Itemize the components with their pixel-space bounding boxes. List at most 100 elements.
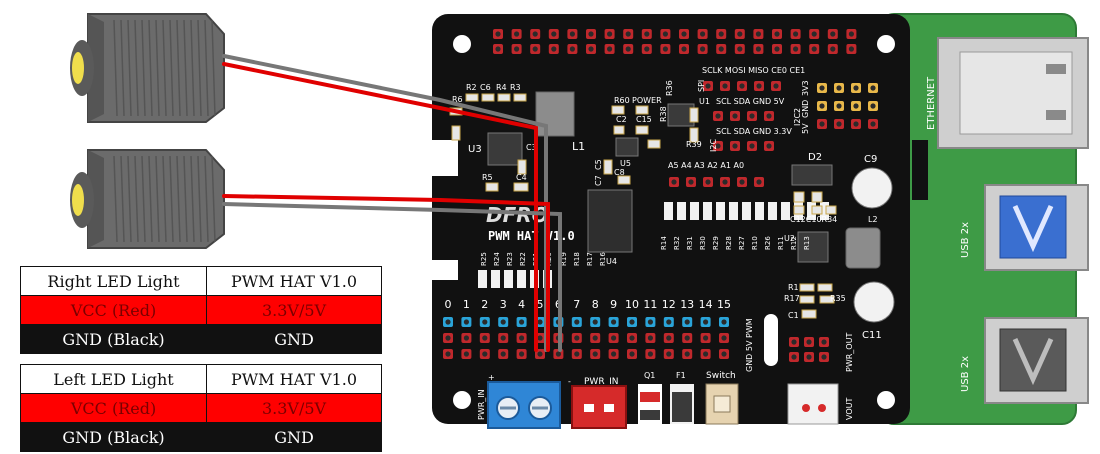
pwm-hat-board: SCLK MOSI MISO CE0 CE1 SCL SDA GND 5V SC… [428, 14, 928, 429]
label-r39: R39 [686, 140, 702, 149]
pwm-pin-hole [684, 335, 690, 341]
resistor-label: R10 [751, 236, 759, 250]
pwm-pin-hole [463, 351, 469, 357]
resistor [820, 202, 829, 220]
thread-line [113, 19, 118, 117]
gpio-pin-hole [607, 31, 613, 37]
label-r17: R17 [784, 294, 800, 303]
gpio-pin-hole [700, 31, 706, 37]
gpio-pin-hole [718, 31, 724, 37]
label-c3: C3 [526, 143, 537, 152]
pwm-pin-hole [721, 335, 727, 341]
resistor [781, 202, 790, 220]
pwm-pin-hole [666, 335, 672, 341]
pwm-pin-hole [482, 319, 488, 325]
power-pin-hole [836, 121, 842, 127]
power-pin-hole [836, 85, 842, 91]
table-row-gnd: GND (Black) GND [20, 324, 382, 354]
pwm-pin-hole [500, 319, 506, 325]
chip-u2 [797, 231, 829, 263]
resistor [517, 270, 526, 288]
thread-line [148, 19, 153, 117]
channel-number: 1 [463, 298, 470, 311]
table-cell: PWM HAT V1.0 [206, 364, 382, 394]
spi-pin-hole [756, 83, 762, 89]
vout-connector [787, 383, 839, 425]
analog-pin-hole [688, 179, 694, 185]
power-pin-hole [870, 85, 876, 91]
spi-pin-hole [722, 83, 728, 89]
resistor-label: R25 [480, 252, 488, 266]
gpio-pin-hole [848, 46, 855, 52]
gpio-pin-hole [588, 46, 594, 52]
label-scl-row2: SCL SDA GND 3.3V [716, 127, 792, 136]
i2c-pin-hole [766, 143, 772, 149]
gpio-pin-hole [830, 46, 836, 52]
usb-port-lower: USB 2x [960, 317, 1089, 404]
resistor-label: R24 [493, 252, 501, 266]
label-r4: R4 [496, 83, 507, 92]
resistor-label: R26 [764, 236, 772, 250]
gpio-pin-hole [495, 31, 501, 37]
gpio-pin-hole [644, 46, 650, 52]
resistor [729, 202, 738, 220]
thread-line [127, 155, 132, 243]
f1-fuse [670, 384, 694, 424]
power-pin-hole [836, 103, 842, 109]
channel-number: 3 [500, 298, 507, 311]
power-pin-hole [853, 85, 859, 91]
pwm-pin-hole [592, 335, 598, 341]
red-power-plug [571, 385, 627, 429]
pwm-pin-hole [482, 335, 488, 341]
channel-number: 15 [717, 298, 731, 311]
thread-line [113, 155, 118, 243]
table-row-gnd: GND (Black) GND [20, 422, 382, 452]
resistor-label: R11 [777, 236, 785, 250]
label-gnd-5v-pwm: GND 5V PWM [745, 318, 754, 372]
label-spi: SPI [697, 80, 706, 92]
label-c2: C2 [616, 115, 627, 124]
gpio-pin-hole [514, 46, 520, 52]
pwm-pin-hole [463, 319, 469, 325]
raspberry-pi-board: ETHERNET USB 2x USB 2x [879, 13, 1089, 425]
channel-number: 4 [518, 298, 525, 311]
table-cell: PWM HAT V1.0 [206, 266, 382, 296]
pwm-pin-hole [647, 335, 654, 341]
table-row-vcc: VCC (Red) 3.3V/5V [20, 295, 382, 325]
gpio-pin-hole [830, 31, 836, 37]
gpio-pin-hole [755, 46, 762, 52]
smd-component [689, 127, 699, 143]
right-led-connection-table: Right LED Light PWM HAT V1.0 VCC (Red) 3… [20, 266, 382, 354]
left-led-bezel [88, 150, 104, 248]
label-r2: R2 [466, 83, 477, 92]
gpio-pin-hole [607, 46, 613, 52]
thread-line [190, 155, 195, 243]
label-f1: F1 [676, 371, 686, 380]
table-header-row: Right LED Light PWM HAT V1.0 [20, 266, 382, 296]
resistor [716, 202, 725, 220]
smd-component [689, 107, 699, 123]
left-led-vcc-wire [222, 194, 550, 352]
label-c8: C8 [614, 168, 625, 177]
thread-line [197, 155, 202, 243]
pwm-pin-hole [629, 351, 635, 357]
channel-number: 9 [610, 298, 617, 311]
channel-number: 14 [699, 298, 713, 311]
table-cell: GND (Black) [20, 324, 207, 354]
resistor [742, 202, 751, 220]
label-u2: U2 [784, 234, 795, 243]
capacitor-c11 [853, 281, 895, 323]
label-r3: R3 [510, 83, 521, 92]
channel-number: 12 [662, 298, 676, 311]
thread-line [169, 19, 174, 117]
resistor-label: R16 [599, 252, 607, 266]
smd-component [635, 125, 649, 135]
gpio-header-40pin [493, 29, 857, 54]
gpio-pin-hole [532, 46, 538, 52]
table-cell: VCC (Red) [20, 295, 207, 325]
left-led-connection-table: Left LED Light PWM HAT V1.0 VCC (Red) 3.… [20, 364, 382, 452]
analog-header [669, 177, 764, 187]
i2c-pin-hole [749, 113, 755, 119]
i2c-pin-hole [749, 143, 755, 149]
pwm-pin-hole [537, 351, 543, 357]
